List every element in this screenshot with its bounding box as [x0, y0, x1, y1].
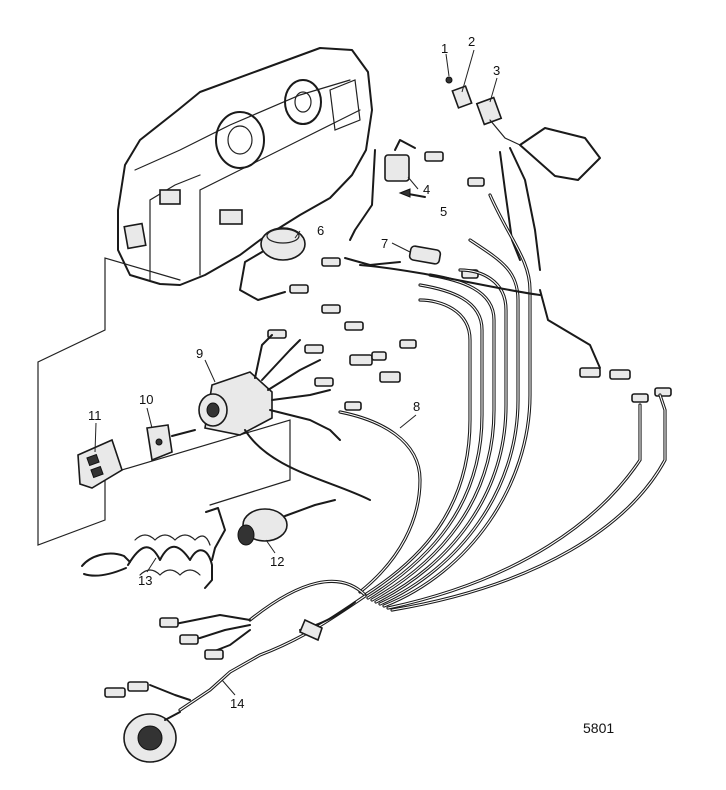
- warning-horn-part-12: [237, 499, 336, 546]
- callout-2: 2: [468, 34, 475, 49]
- callout-11: 11: [88, 408, 102, 423]
- connector-part-7: [344, 245, 442, 266]
- callout-leaders: [94, 49, 498, 696]
- callout-5: 5: [440, 204, 447, 219]
- lanyard-part-13: [81, 507, 226, 589]
- neutral-switch-assembly: [445, 76, 601, 271]
- main-wire-harness: [338, 193, 667, 612]
- connector-plugs: [267, 257, 672, 411]
- callout-8: 8: [413, 399, 420, 414]
- figure-number: 5801: [583, 720, 614, 736]
- callout-7: 7: [381, 236, 388, 251]
- harness-connector-part-14: [104, 579, 367, 763]
- solenoid-part-6: [239, 227, 306, 301]
- callout-6: 6: [317, 223, 324, 238]
- callout-13: 13: [138, 573, 152, 588]
- callout-3: 3: [493, 63, 500, 78]
- callout-labels: 1 2 3 4 5 6 7 8 9 10 11 12 13 14: [88, 34, 500, 711]
- callout-1: 1: [441, 41, 448, 56]
- ignition-switch-part-9: [198, 334, 371, 501]
- ignition-key-part-10: [146, 424, 196, 462]
- callout-10: 10: [139, 392, 153, 407]
- callout-4: 4: [423, 182, 430, 197]
- callout-14: 14: [230, 696, 244, 711]
- trim-switch-part-11: [77, 438, 123, 489]
- callout-9: 9: [196, 346, 203, 361]
- relay-part-4: [349, 139, 485, 241]
- control-housing: [117, 47, 373, 286]
- callout-12: 12: [270, 554, 284, 569]
- panel-outline: [37, 257, 291, 546]
